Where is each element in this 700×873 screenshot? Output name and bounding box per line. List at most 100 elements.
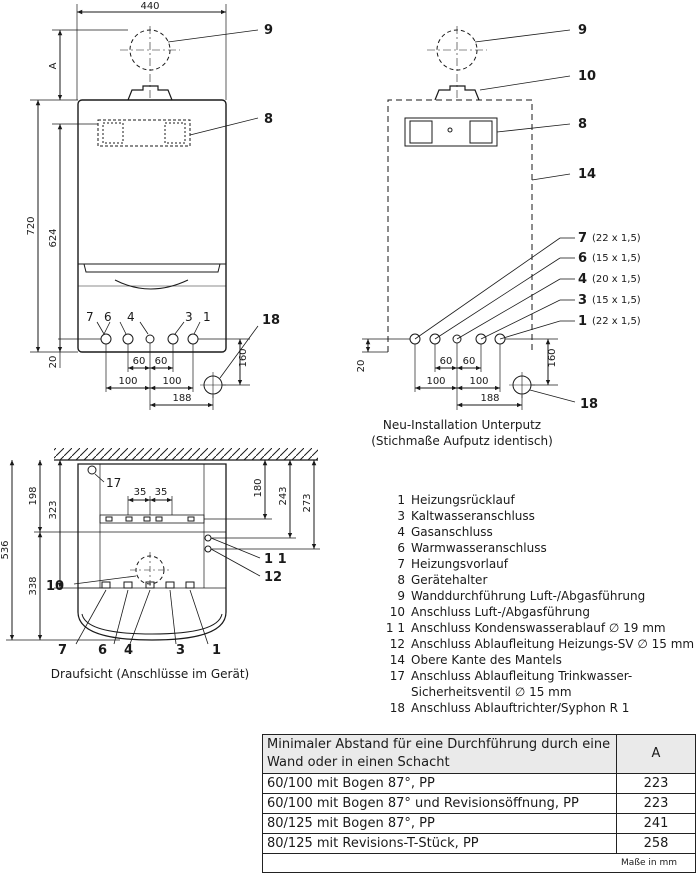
table-cell-value: 258 [616,833,696,854]
table-row: 80/125 mit Revisions-T-Stück, PP 258 [262,833,696,854]
install-callout-6: 6 [578,251,587,266]
install-dim-60a: 60 [440,356,453,367]
install-spec-7: (22 x 1,5) [592,233,641,244]
legend-num: 17 [389,669,405,683]
legend-num: 3 [397,509,405,523]
legend-text: Kaltwasseranschluss [411,509,535,523]
top-callout-17: 17 [106,476,121,490]
front-conn-7: 7 [86,310,94,324]
install-dim-100a: 100 [426,376,445,387]
install-callout-8: 8 [578,117,587,132]
legend-text: Gasanschluss [411,525,493,539]
legend-num: 10 [389,605,405,619]
install-callout-14: 14 [578,167,596,182]
front-dim-188: 188 [172,393,191,404]
install-callout-1: 1 [578,314,587,329]
legend-num: 1 [397,493,405,507]
legend-text: Gerätehalter [411,573,488,587]
install-callout-9: 9 [578,23,587,38]
table-cell-label: 80/125 mit Revisions-T-Stück, PP [262,833,617,854]
install-callout-4: 4 [578,272,587,287]
legend-item: 8 Gerätehalter [385,572,697,588]
install-caption-line1: Neu-Installation Unterputz [383,418,541,432]
legend-item: 18 Anschluss Ablauftrichter/Syphon R 1 [385,700,697,716]
legend-list: 1 Heizungsrücklauf 3 Kaltwasseranschluss 4… [385,492,697,716]
front-dim-100a: 100 [118,376,137,387]
legend-text: Heizungsrücklauf [411,493,515,507]
install-dim-20: 20 [356,360,367,373]
legend-num: 14 [389,653,405,667]
legend-item: 14 Obere Kante des Mantels [385,652,697,668]
top-dim-323: 323 [48,500,59,519]
table-cell-label: 60/100 mit Bogen 87°, PP [262,773,617,794]
front-dim-720: 720 [26,216,37,235]
table-row: 60/100 mit Bogen 87°, PP 223 [262,773,696,794]
top-dim-35a: 35 [134,487,147,498]
legend-item: 4 Gasanschluss [385,524,697,540]
top-dim-243: 243 [278,486,289,505]
legend-item: 12 Anschluss Ablaufleitung Heizungs-SV ∅ … [385,636,697,652]
front-callout-9: 9 [264,23,273,38]
top-dim-180: 180 [253,478,264,497]
top-dim-273: 273 [302,493,313,512]
front-conn-1: 1 [203,310,211,324]
table-cell-label: 80/125 mit Bogen 87°, PP [262,813,617,834]
legend-item: 17 Anschluss Ablaufleitung Trinkwasser- S… [385,668,697,700]
legend-num: 12 [389,637,405,651]
install-caption-line2: (Stichmaße Aufputz identisch) [371,434,553,448]
legend-item: 3 Kaltwasseranschluss [385,508,697,524]
top-conn-6: 6 [98,643,107,658]
top-dim-338: 338 [28,576,39,595]
table-cell-value: 223 [616,773,696,794]
top-dim-536: 536 [0,540,11,559]
front-view [30,4,259,410]
legend-text: Wanddurchführung Luft-/Abgasführung [411,589,646,603]
legend-item: 1 1 Anschluss Kondenswasserablauf ∅ 19 mm [385,620,697,636]
top-callout-12: 12 [264,570,282,585]
install-spec-6: (15 x 1,5) [592,253,641,264]
legend-text: Heizungsvorlauf [411,557,509,571]
legend-num: 8 [397,573,405,587]
legend-text: Anschluss Ablauftrichter/Syphon R 1 [411,701,630,715]
legend-num: 18 [389,701,405,715]
top-conn-3: 3 [176,643,185,658]
legend-text: Anschluss Kondenswasserablauf ∅ 19 mm [411,621,666,635]
front-conn-6: 6 [104,310,112,324]
legend-num: 1 1 [385,621,405,635]
install-dim-60b: 60 [463,356,476,367]
front-dim-a: A [48,62,59,69]
table-cell-value: 241 [616,813,696,834]
legend-num: 4 [397,525,405,539]
table-header-row: Minimaler Abstand für eine Durchführung … [262,734,696,774]
front-callout-18: 18 [262,313,280,328]
legend-text: Obere Kante des Mantels [411,653,562,667]
top-conn-1: 1 [212,643,221,658]
install-spec-1: (22 x 1,5) [592,316,641,327]
install-view [362,26,576,410]
legend-text: Anschluss Ablaufleitung Trinkwasser- Sic… [411,669,633,699]
front-dim-60a: 60 [133,356,146,367]
install-callout-7: 7 [578,231,587,246]
table-cell-label: 60/100 mit Bogen 87° und Revisionsöffnun… [262,793,617,814]
table-row: 60/100 mit Bogen 87° und Revisionsöffnun… [262,793,696,814]
table-cell-value: 223 [616,793,696,814]
install-callout-18: 18 [580,397,598,412]
install-spec-4: (20 x 1,5) [592,274,641,285]
dimension-drawing: 440 A 720 624 20 160 60 60 100 100 188 9… [0,1,641,681]
table-row: 80/125 mit Bogen 87°, PP 241 [262,813,696,834]
front-conn-4: 4 [127,310,135,324]
top-callout-10: 10 [46,579,64,594]
top-conn-4: 4 [124,643,133,658]
install-dim-100b: 100 [469,376,488,387]
table-header-col: A [616,734,696,774]
clearance-table: Minimaler Abstand für eine Durchführung … [262,734,696,873]
table-header: Minimaler Abstand für eine Durchführung … [262,734,617,774]
install-dim-188: 188 [480,393,499,404]
legend-text: Warmwasseranschluss [411,541,547,555]
install-dim-160: 160 [547,348,558,367]
legend-item: 1 Heizungsrücklauf [385,492,697,508]
legend-text: Anschluss Ablaufleitung Heizungs-SV ∅ 15… [411,637,695,651]
